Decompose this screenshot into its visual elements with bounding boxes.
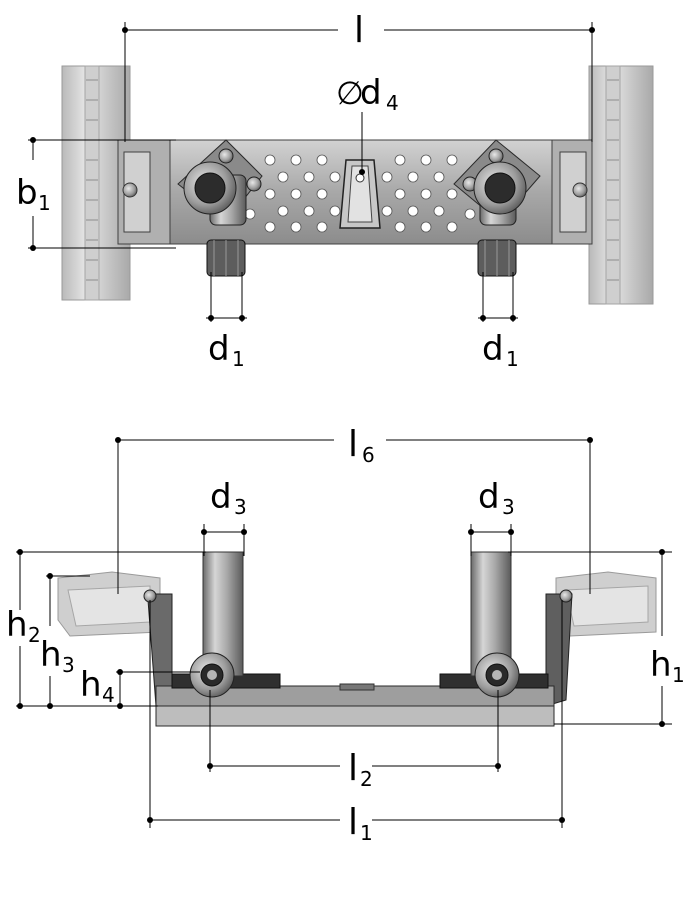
label-h1-sub: 1 xyxy=(672,663,685,687)
label-b1: b 1 xyxy=(16,173,51,215)
label-h3-sub: 3 xyxy=(62,653,75,677)
label-h2-sub: 2 xyxy=(28,623,41,647)
label-d3-left-base: d xyxy=(210,477,232,517)
label-l2-base: l xyxy=(348,748,358,789)
right-pipe xyxy=(470,551,520,698)
left-side-bracket xyxy=(143,589,173,707)
label-h1-base: h xyxy=(650,645,672,685)
label-d1-right-sub: 1 xyxy=(506,347,519,371)
front-dimension-lines xyxy=(16,439,672,828)
top-dimension-dots xyxy=(30,27,595,321)
front-view xyxy=(57,551,657,727)
top-dimension-lines xyxy=(28,22,593,322)
right-side-bracket xyxy=(545,589,573,707)
label-h2-base: h xyxy=(6,605,28,645)
label-d3-right-base: d xyxy=(478,477,500,517)
label-h2: h 2 xyxy=(6,605,41,647)
left-clamp xyxy=(117,139,174,245)
label-d1-right: d 1 xyxy=(482,329,519,371)
label-d1-left-base: d xyxy=(208,329,230,369)
label-h4-base: h xyxy=(80,665,102,705)
label-l6: l 6 xyxy=(348,424,375,467)
label-d1-right-base: d xyxy=(482,329,504,369)
label-l6-base: l xyxy=(348,424,358,465)
label-l6-sub: 6 xyxy=(362,443,375,467)
label-h4: h 4 xyxy=(80,665,115,707)
label-d4-base: d xyxy=(360,73,382,113)
diameter-symbol: ∅ xyxy=(336,74,364,112)
right-mounting-rail xyxy=(588,65,654,305)
right-clamp xyxy=(547,139,593,245)
label-d3-right: d 3 xyxy=(478,477,515,519)
label-l2-sub: 2 xyxy=(360,767,373,791)
label-b1-sub: 1 xyxy=(38,191,51,215)
label-d4-sub: 4 xyxy=(386,91,399,115)
label-h3-base: h xyxy=(40,635,62,675)
label-d4: ∅ d 4 xyxy=(336,73,399,115)
right-wall-fitting xyxy=(453,139,541,277)
label-b1-base: b xyxy=(16,173,38,213)
label-d1-left: d 1 xyxy=(208,329,245,371)
top-view xyxy=(61,65,654,305)
label-l1: l 1 xyxy=(348,802,373,845)
label-d3-left-sub: 3 xyxy=(234,495,247,519)
label-l: l xyxy=(354,10,364,51)
label-l1-sub: 1 xyxy=(360,821,373,845)
left-pipe xyxy=(189,551,244,698)
label-d3-left: d 3 xyxy=(210,477,247,519)
label-l2: l 2 xyxy=(348,748,373,791)
left-rail-section xyxy=(57,571,161,637)
left-wall-fitting xyxy=(177,139,263,277)
label-h4-sub: 4 xyxy=(102,683,115,707)
label-h1: h 1 xyxy=(650,645,685,687)
label-l1-base: l xyxy=(348,802,358,843)
right-rail-section xyxy=(555,571,657,637)
label-d3-right-sub: 3 xyxy=(502,495,515,519)
label-d1-left-sub: 1 xyxy=(232,347,245,371)
front-dimension-dots xyxy=(17,437,665,823)
label-h3: h 3 xyxy=(40,635,75,677)
